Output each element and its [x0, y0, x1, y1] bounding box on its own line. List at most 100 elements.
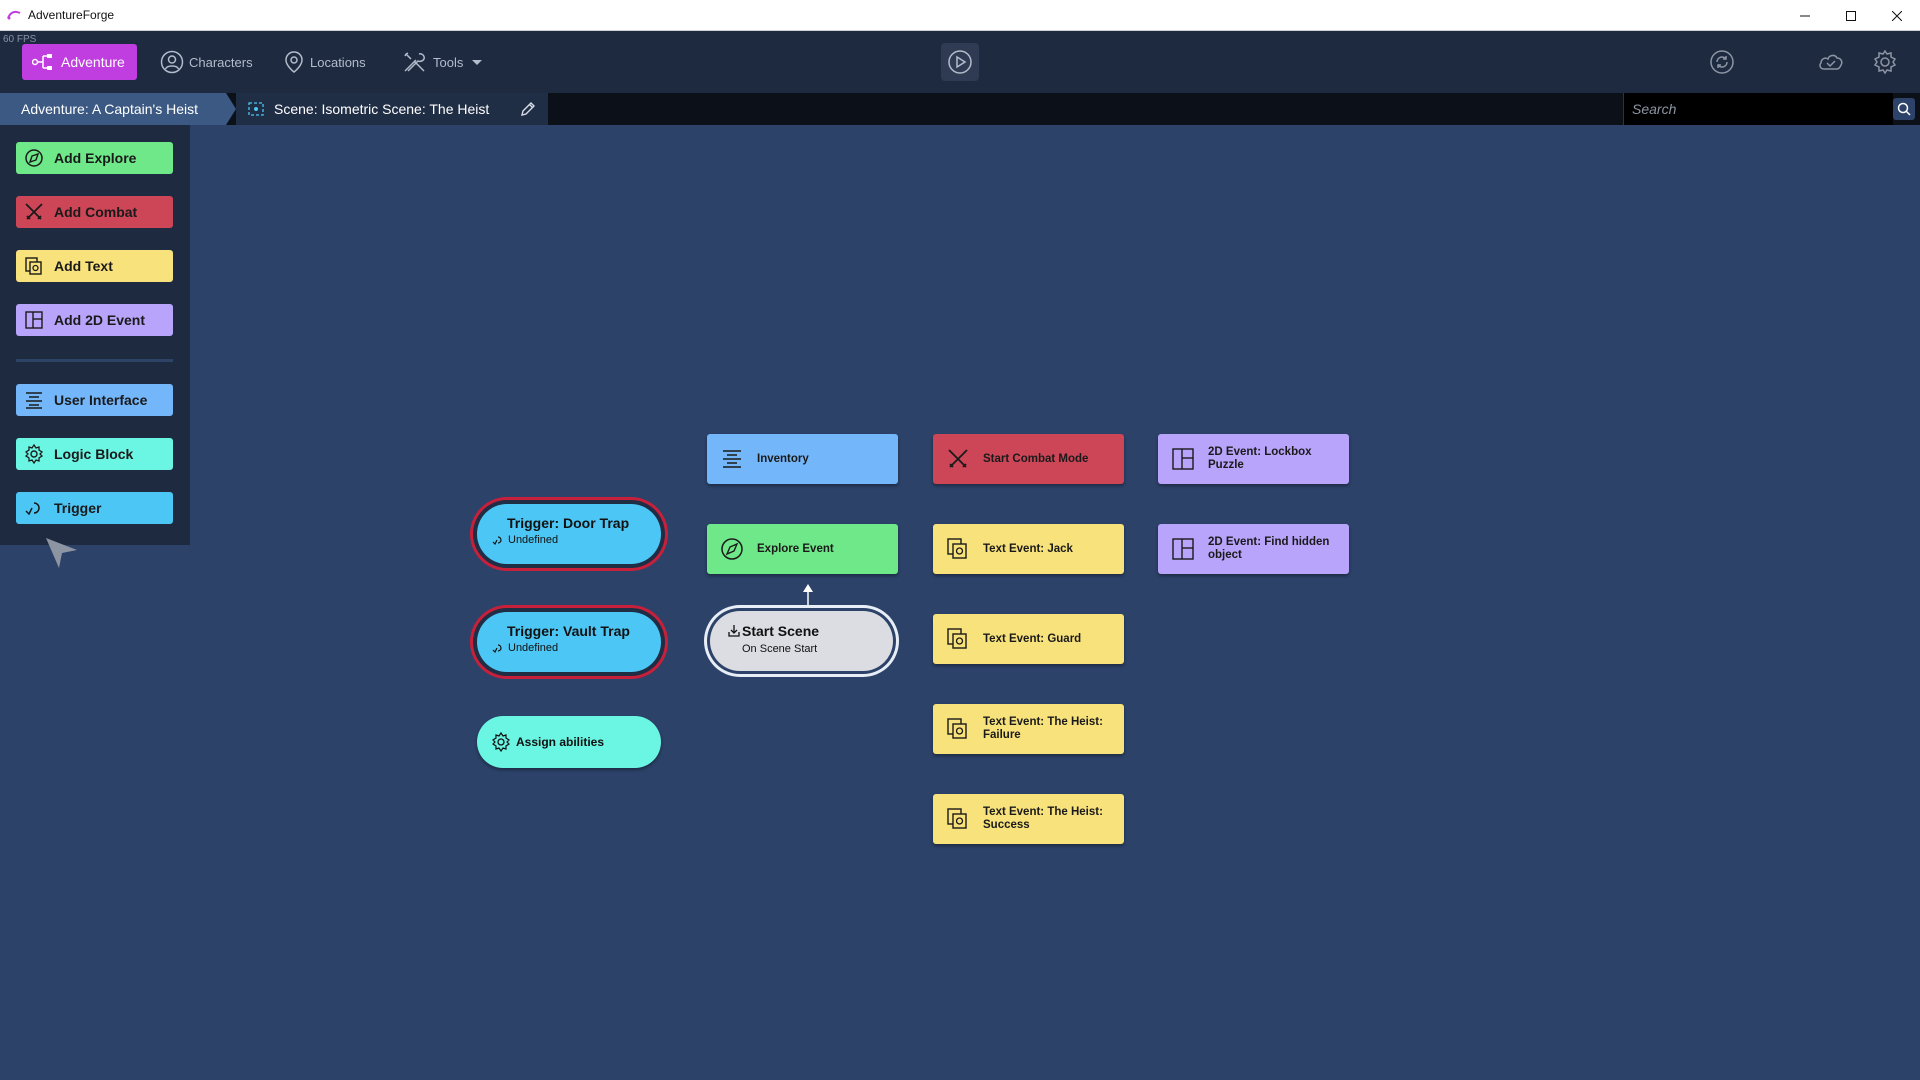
text-document-icon	[945, 537, 971, 561]
nav-locations-label: Locations	[310, 54, 366, 70]
breadcrumb-bar: Adventure: A Captain's Heist Scene: Isom…	[0, 93, 1920, 125]
trigger-door-trap-node[interactable]: Trigger: Door Trap Undefined	[477, 504, 661, 564]
tools-icon	[404, 52, 425, 72]
text-event-failure-label: Text Event: The Heist: Failure	[983, 716, 1103, 741]
breadcrumb-scene[interactable]: Scene: Isometric Scene: The Heist	[236, 93, 548, 125]
trigger-door-trap-status: Undefined	[508, 534, 559, 546]
breadcrumb-scene-label: Scene: Isometric Scene: The Heist	[274, 101, 490, 117]
maximize-icon	[1846, 10, 1856, 21]
start-combat-label: Start Combat Mode	[983, 452, 1089, 465]
start-combat-node[interactable]: Start Combat Mode	[933, 434, 1124, 484]
nav-characters-label: Characters	[189, 54, 253, 70]
assign-abilities-label: Assign abilities	[516, 735, 605, 749]
text-event-jack-node[interactable]: Text Event: Jack	[933, 524, 1124, 574]
maximize-button[interactable]	[1828, 0, 1874, 31]
trigger-icon	[25, 502, 40, 516]
minimize-icon	[1800, 15, 1810, 16]
explore-event-node[interactable]: Explore Event	[707, 524, 898, 574]
inventory-label: Inventory	[757, 452, 809, 465]
window-title: AdventureForge	[28, 8, 115, 22]
nav-characters[interactable]: Characters	[160, 47, 253, 77]
sync-icon	[1710, 50, 1734, 74]
text-document-icon	[945, 807, 971, 831]
close-button[interactable]	[1874, 0, 1920, 31]
2d-event-lockbox-node[interactable]: 2D Event: Lockbox Puzzle	[1158, 434, 1349, 484]
start-scene-title: Start Scene	[742, 623, 820, 639]
search-input[interactable]	[1632, 101, 1882, 117]
search-button[interactable]	[1893, 98, 1915, 120]
toolbar-divider	[16, 359, 173, 362]
add-explore-label: Add Explore	[54, 150, 137, 166]
text-event-success-label: Text Event: The Heist: Success	[983, 806, 1103, 831]
layout-grid-icon	[1170, 537, 1196, 561]
map-pin-icon	[285, 51, 303, 73]
compass-icon	[25, 149, 43, 167]
play-button[interactable]	[941, 43, 979, 81]
gear-icon	[24, 444, 44, 464]
2d-event-hidden-object-label: 2D Event: Find hidden object	[1208, 536, 1330, 561]
trigger-vault-trap-node[interactable]: Trigger: Vault Trap Undefined	[477, 612, 661, 672]
chevron-down-icon	[472, 60, 483, 65]
inventory-node[interactable]: Inventory	[707, 434, 898, 484]
add-combat-label: Add Combat	[54, 204, 138, 220]
start-scene-subtitle: On Scene Start	[742, 643, 818, 655]
text-event-success-node[interactable]: Text Event: The Heist: Success	[933, 794, 1124, 844]
crossed-swords-icon	[25, 203, 43, 220]
add-combat-button[interactable]: Add Combat	[16, 196, 173, 228]
top-navigation: 60 FPS Adventure Characters Locations	[0, 31, 1920, 93]
nav-adventure-button[interactable]: Adventure	[22, 44, 137, 80]
align-center-icon	[26, 392, 42, 409]
trigger-door-trap-title: Trigger: Door Trap	[507, 515, 630, 531]
adventureforge-logo-icon	[6, 7, 22, 23]
text-event-guard-node[interactable]: Text Event: Guard	[933, 614, 1124, 664]
layout-grid-icon	[1170, 447, 1196, 471]
start-scene-node[interactable]: Start Scene On Scene Start	[710, 611, 893, 671]
align-center-icon	[719, 448, 745, 470]
close-icon	[1892, 10, 1902, 21]
explore-event-label: Explore Event	[757, 542, 834, 555]
breadcrumb-adventure[interactable]: Adventure: A Captain's Heist	[0, 93, 236, 125]
flow-graph-icon	[32, 54, 52, 70]
settings-button[interactable]	[1870, 47, 1900, 77]
layout-grid-icon	[25, 311, 43, 329]
window-titlebar: AdventureForge	[0, 0, 1920, 31]
mouse-cursor-icon	[45, 537, 79, 574]
gear-icon	[492, 732, 510, 752]
text-event-jack-label: Text Event: Jack	[983, 542, 1073, 555]
cloud-save-button[interactable]	[1816, 47, 1846, 77]
fps-counter: 60 FPS	[3, 34, 37, 45]
minimize-button[interactable]	[1782, 0, 1828, 31]
add-2d-event-button[interactable]: Add 2D Event	[16, 304, 173, 336]
text-document-icon	[945, 627, 971, 651]
compass-icon	[719, 537, 745, 561]
edit-scene-button[interactable]	[520, 101, 536, 120]
logic-block-button[interactable]: Logic Block	[16, 438, 173, 470]
trigger-icon	[492, 536, 502, 546]
node-toolbar: Add Explore Add Combat Add Text Add 2D E…	[0, 125, 190, 545]
gear-icon	[1873, 49, 1897, 75]
nav-adventure-label: Adventure	[61, 54, 125, 70]
text-document-icon	[25, 257, 42, 275]
nav-tools-dropdown[interactable]: Tools	[402, 47, 490, 77]
user-interface-button[interactable]: User Interface	[16, 384, 173, 416]
nav-locations[interactable]: Locations	[283, 47, 366, 77]
trigger-label: Trigger	[54, 500, 102, 516]
cloud-check-icon	[1819, 54, 1843, 70]
user-icon	[160, 50, 184, 74]
assign-abilities-node[interactable]: Assign abilities	[477, 716, 661, 768]
sync-button[interactable]	[1707, 47, 1737, 77]
2d-event-lockbox-label: 2D Event: Lockbox Puzzle	[1208, 446, 1312, 471]
add-text-button[interactable]: Add Text	[16, 250, 173, 282]
scene-icon	[248, 102, 264, 116]
add-explore-button[interactable]: Add Explore	[16, 142, 173, 174]
user-interface-label: User Interface	[54, 392, 148, 408]
2d-event-hidden-object-node[interactable]: 2D Event: Find hidden object	[1158, 524, 1349, 574]
trigger-icon	[492, 644, 502, 654]
nav-tools-label: Tools	[433, 54, 464, 70]
trigger-vault-trap-title: Trigger: Vault Trap	[507, 623, 630, 639]
logic-block-label: Logic Block	[54, 446, 134, 462]
trigger-vault-trap-status: Undefined	[508, 642, 559, 654]
text-event-failure-node[interactable]: Text Event: The Heist: Failure	[933, 704, 1124, 754]
trigger-button[interactable]: Trigger	[16, 492, 173, 524]
play-icon	[948, 50, 972, 74]
